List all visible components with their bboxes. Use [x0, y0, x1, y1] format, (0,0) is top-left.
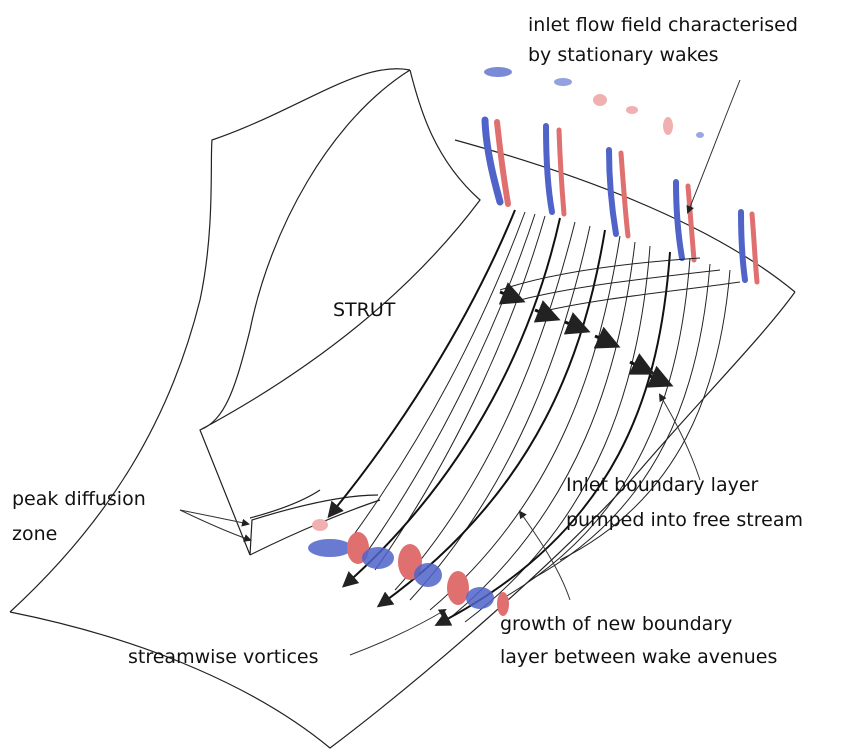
label-peak-diffusion-line2: zone	[12, 523, 58, 545]
inlet-wakes	[481, 67, 760, 285]
wake-pair-3	[606, 147, 631, 239]
wake-blob	[593, 94, 607, 106]
label-inlet-flow-line2: by stationary wakes	[528, 44, 719, 66]
label-strut: STRUT	[333, 299, 396, 321]
label-growth-line1: growth of new boundary	[500, 613, 733, 635]
endwall-surface-outline	[9, 68, 796, 749]
label-growth-line2: layer between wake avenues	[500, 646, 778, 668]
strut-outline	[199, 69, 481, 556]
label-inlet-flow-line1: inlet flow field characterised	[528, 14, 798, 36]
label-peak-diffusion-line1: peak diffusion	[12, 488, 146, 510]
label-streamwise-vortices: streamwise vortices	[128, 646, 319, 668]
wake-pair-4	[673, 179, 697, 263]
wake-pair-5	[738, 209, 760, 285]
wake-blob	[696, 132, 704, 138]
streamlines	[327, 209, 741, 626]
wake-blob	[554, 78, 572, 86]
wake-blob	[484, 67, 512, 77]
label-inlet-boundary-layer-line2: pumped into free stream	[566, 509, 803, 531]
leader-lines	[179, 79, 741, 656]
wake-blob	[626, 106, 638, 114]
wake-pair-1	[481, 116, 511, 207]
wake-blob	[663, 117, 673, 135]
label-inlet-boundary-layer-line1: Inlet boundary layer	[566, 474, 759, 496]
wake-avenue-arrows	[498, 282, 674, 388]
wake-pair-2	[543, 123, 567, 217]
streamwise-vortices	[308, 519, 509, 616]
strut-leading-edge	[249, 489, 321, 519]
